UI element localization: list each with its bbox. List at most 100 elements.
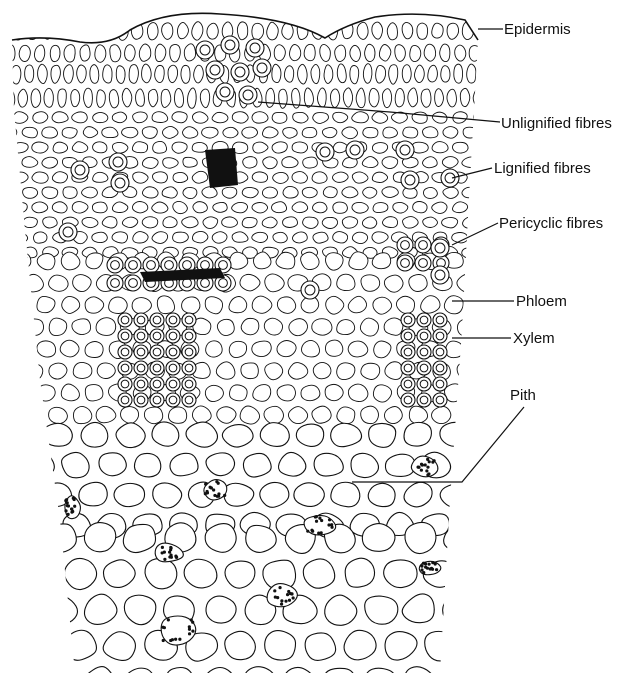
- cell: [243, 453, 271, 477]
- cell: [49, 363, 67, 379]
- cell: [192, 231, 207, 242]
- cell: [5, 45, 15, 61]
- cell: [441, 66, 450, 82]
- cell: [382, 89, 391, 108]
- cell: [203, 217, 218, 229]
- cell: [264, 406, 284, 424]
- cell: [462, 157, 478, 168]
- cell: [82, 217, 98, 227]
- cell: [425, 631, 458, 661]
- cell: [34, 45, 44, 62]
- cell: [313, 232, 328, 243]
- cell: [457, 274, 475, 292]
- cell: [132, 298, 151, 314]
- cell: [387, 23, 397, 40]
- cell: [22, 127, 37, 137]
- cell: [157, 296, 174, 314]
- xylem-vessel: [182, 361, 196, 375]
- cell: [457, 363, 475, 380]
- cell: [277, 297, 295, 314]
- crystal-dot: [73, 498, 76, 501]
- crystal-dot: [428, 460, 431, 463]
- xylem-vessel: [150, 313, 164, 327]
- xylem-vessel: [118, 393, 132, 407]
- crystal-dot: [432, 459, 435, 462]
- crystal-dot: [318, 517, 321, 520]
- cell: [476, 424, 503, 446]
- cell: [408, 88, 418, 107]
- xylem-vessel: [417, 329, 431, 343]
- xylem-vessel: [134, 377, 148, 391]
- xylem-vessel: [150, 393, 164, 407]
- cell: [384, 407, 402, 424]
- cell: [25, 65, 34, 82]
- cell: [13, 112, 28, 124]
- cell: [365, 668, 395, 673]
- cell: [63, 187, 77, 199]
- cell: [72, 23, 83, 38]
- xylem-vessel: [401, 345, 415, 359]
- cell: [476, 484, 504, 508]
- cell: [296, 424, 323, 446]
- fibre-cell: [221, 36, 239, 54]
- crystal-dot: [64, 509, 67, 512]
- xylem-vessel: [166, 329, 180, 343]
- cell: [244, 667, 276, 673]
- cell: [48, 275, 68, 291]
- crystal-dot: [416, 466, 419, 469]
- xylem-vessel: [433, 329, 447, 343]
- cell: [109, 90, 118, 108]
- cell: [61, 252, 80, 270]
- cell: [342, 187, 358, 198]
- cell: [52, 112, 68, 123]
- cell: [455, 45, 466, 61]
- crystal-dot: [435, 568, 438, 571]
- cell: [266, 88, 275, 107]
- cell: [333, 232, 348, 243]
- cell: [200, 89, 209, 108]
- cell: [73, 275, 92, 292]
- cell: [85, 342, 103, 358]
- cell: [317, 88, 326, 107]
- cell: [409, 274, 427, 291]
- cell: [23, 217, 37, 227]
- cell: [312, 319, 332, 336]
- cell: [361, 363, 380, 379]
- cell: [92, 202, 107, 213]
- fibre-cell: [216, 83, 234, 101]
- cell: [46, 595, 78, 624]
- cell: [62, 296, 80, 313]
- cell: [192, 171, 208, 183]
- fibre-cell: [316, 143, 334, 161]
- crystal-dot: [188, 625, 191, 628]
- cell: [395, 88, 404, 106]
- cell: [212, 112, 228, 122]
- cell: [262, 187, 277, 198]
- cell: [417, 23, 428, 39]
- cell: [372, 22, 383, 39]
- cell: [443, 127, 458, 139]
- cell: [42, 187, 58, 198]
- crystal-dot: [284, 600, 287, 603]
- cell: [368, 483, 395, 506]
- cell: [13, 296, 31, 314]
- xylem-vessel: [134, 329, 148, 343]
- xylem-vessel: [182, 393, 196, 407]
- cell: [356, 88, 365, 108]
- cell: [303, 217, 319, 228]
- xylem-vessel: [182, 345, 196, 359]
- cell: [278, 452, 305, 476]
- cell: [423, 157, 438, 168]
- cell: [152, 232, 168, 244]
- fibre-cell: [231, 63, 249, 81]
- xylem-vessel: [433, 361, 447, 375]
- crystal-dot: [71, 510, 74, 513]
- cell: [81, 422, 108, 447]
- crystal-dot: [66, 504, 69, 507]
- crystal-dot: [178, 638, 181, 641]
- cell: [272, 142, 287, 153]
- xylem-vessel: [118, 313, 132, 327]
- cell: [325, 595, 357, 625]
- crystal-dot: [311, 530, 314, 533]
- cell: [403, 127, 418, 138]
